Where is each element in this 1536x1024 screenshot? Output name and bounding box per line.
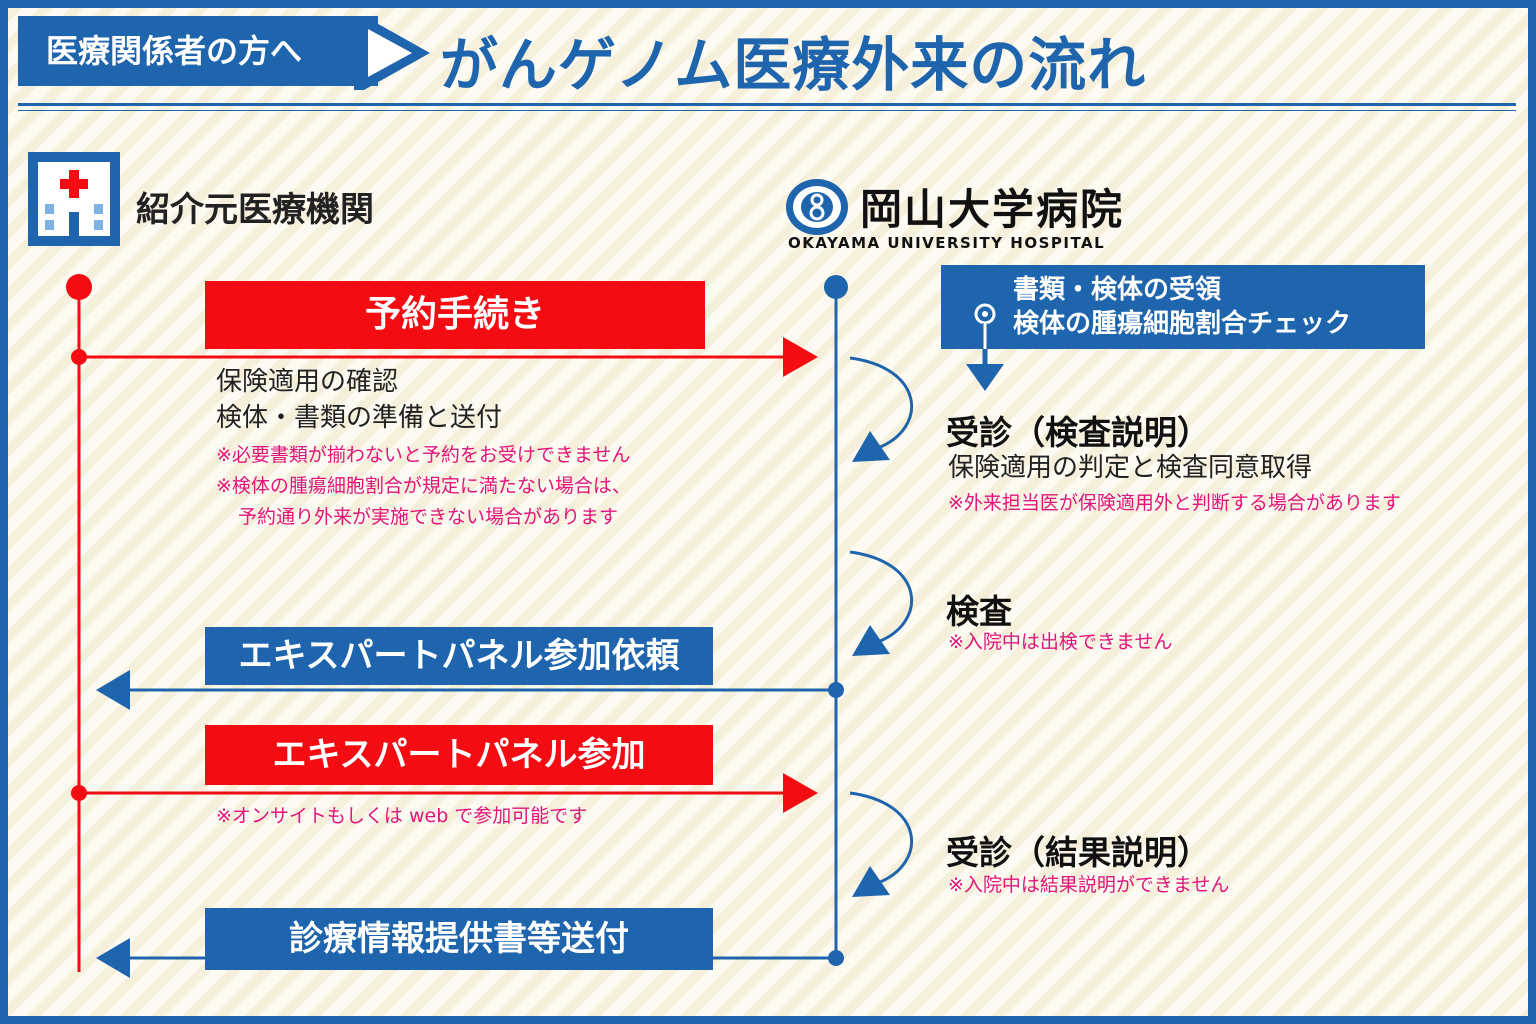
reservation-box: 予約手続き [205,281,705,349]
hospital-building-icon [28,152,120,246]
step-curve-1 [849,356,914,450]
header-rule-thin [18,110,1516,111]
step-curve-2 [849,550,914,644]
visit1-desc: 保険適用の判定と検査同意取得 [948,453,1313,483]
step-curve-3 [849,791,914,885]
okayama-university-logo-icon [786,179,848,235]
page-title: がんゲノム医療外来の流れ [440,31,1147,99]
visit2-note: ※入院中は結果説明ができません [948,874,1230,896]
reservation-note-1: ※必要書類が揃わないと予約をお受けできません [216,444,631,466]
reservation-note-2: ※検体の腫瘍細胞割合が規定に満たない場合は、 [216,475,631,497]
visit1-note: ※外来担当医が保険適用外と判断する場合があります [948,492,1401,514]
hospital-name-en: OKAYAMA UNIVERSITY HOSPITAL [788,234,1106,252]
panel-participation-note: ※オンサイトもしくは web で参加可能です [216,805,588,827]
reservation-item-1: 保険適用の確認 [216,367,399,397]
referrer-timeline-start [66,274,92,300]
panel-participation-box: エキスパートパネル参加 [205,725,713,785]
header-arrow-icon [354,16,430,90]
visit2-title: 受診（結果説明） [946,833,1210,872]
visit1-title: 受診（検査説明） [946,413,1210,452]
test-note: ※入院中は出検できません [948,631,1173,653]
reservation-item-2: 検体・書類の準備と送付 [216,403,503,433]
audience-badge: 医療関係者の方へ [18,16,378,86]
reservation-note-3: 予約通り外来が実施できない場合があります [238,506,619,528]
panel-request-box: エキスパートパネル参加依頼 [205,627,713,685]
hospital-name: 岡山大学病院 [860,185,1125,234]
receipt-line-1: 書類・検体の受領 [1013,275,1222,305]
referrer-heading: 紹介元医療機関 [136,190,374,230]
header-rule [18,103,1516,106]
receipt-down-arrow-icon [966,303,1004,391]
test-title: 検査 [946,592,1012,631]
receipt-line-2: 検体の腫瘍細胞割合チェック [1013,309,1352,339]
hospital-timeline-start [824,275,848,299]
receipt-box: 書類・検体の受領 検体の腫瘍細胞割合チェック [941,265,1425,349]
report-box: 診療情報提供書等送付 [205,908,713,970]
diagram-frame [8,8,1528,1016]
